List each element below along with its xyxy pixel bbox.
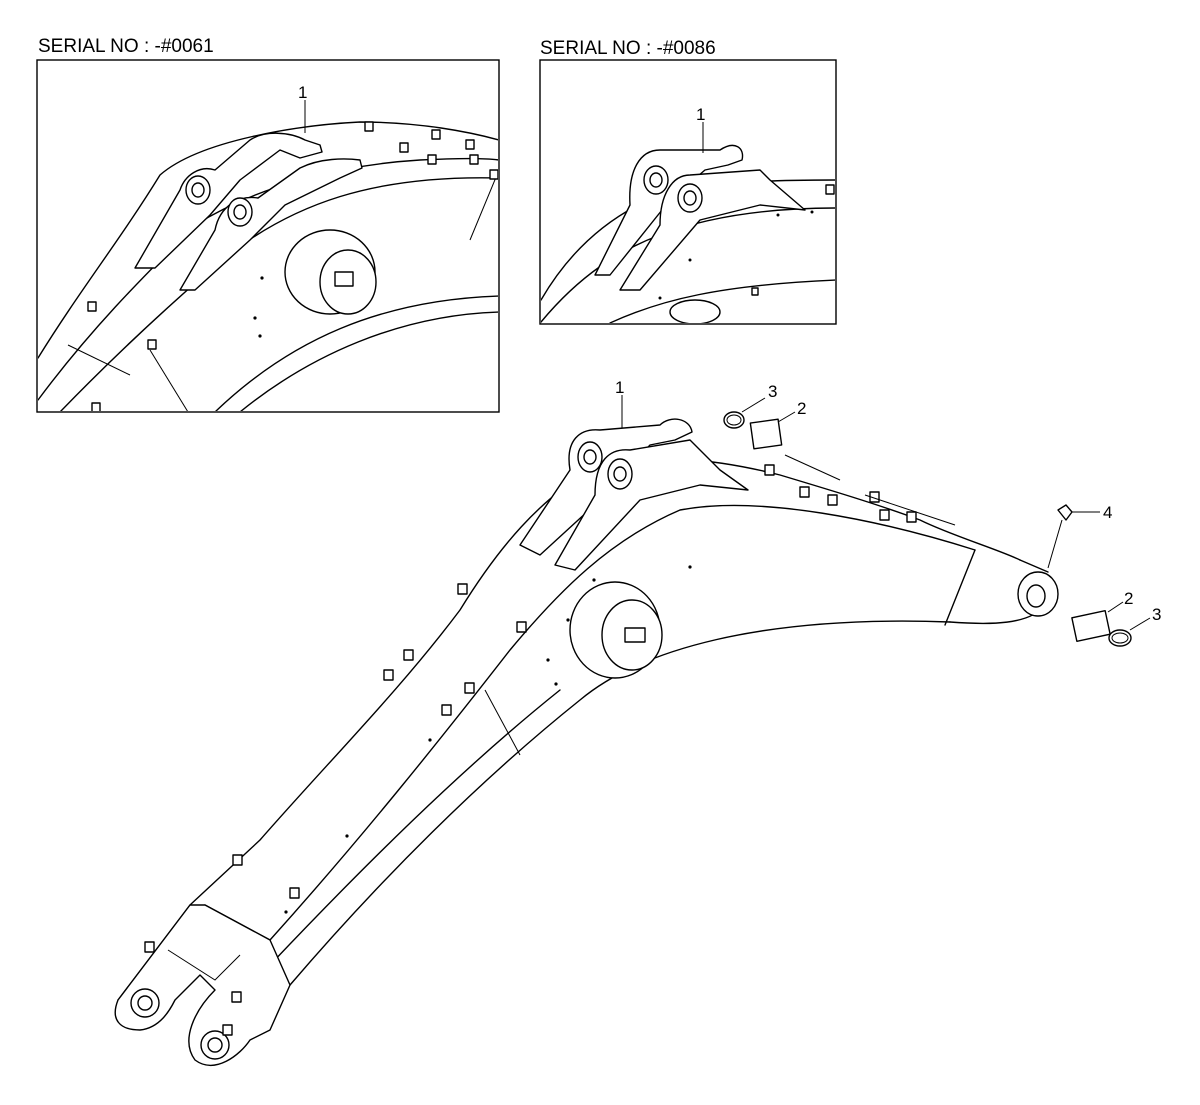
inset-2-caption: SERIAL NO : -#0086 — [540, 38, 716, 59]
inset-1-frame — [36, 59, 500, 413]
bushing-top — [749, 418, 783, 450]
callout-ring-top: 3 — [768, 382, 777, 401]
inset-1-callout: 1 — [298, 83, 307, 102]
main-boom-drawing — [114, 411, 1132, 1066]
callout-fitting: 4 — [1103, 503, 1112, 522]
inset-1-caption: SERIAL NO : -#0061 — [38, 36, 214, 57]
inset-2-boom-drawing — [541, 144, 835, 323]
bushing-foot — [1071, 610, 1111, 642]
leader-bushing-top — [777, 411, 796, 423]
inset-serial-0061: SERIAL NO : -#0061 — [36, 36, 500, 413]
callout-ring-foot: 3 — [1152, 605, 1161, 624]
leader-bushing-foot — [1107, 601, 1124, 613]
callout-bushing-top: 2 — [797, 399, 806, 418]
inset-2-callout: 1 — [696, 105, 705, 124]
inset-serial-0086: SERIAL NO : -#0086 1 — [539, 38, 837, 325]
grease-fitting — [1057, 504, 1073, 521]
callout-bushing-foot: 2 — [1124, 589, 1133, 608]
leader-ring-top — [741, 397, 766, 413]
callout-boom: 1 — [615, 378, 624, 397]
main-callouts: 1 2 3 4 2 3 — [615, 378, 1161, 631]
leader-ring-foot — [1129, 617, 1151, 631]
inset-1-boom-drawing — [38, 121, 498, 411]
